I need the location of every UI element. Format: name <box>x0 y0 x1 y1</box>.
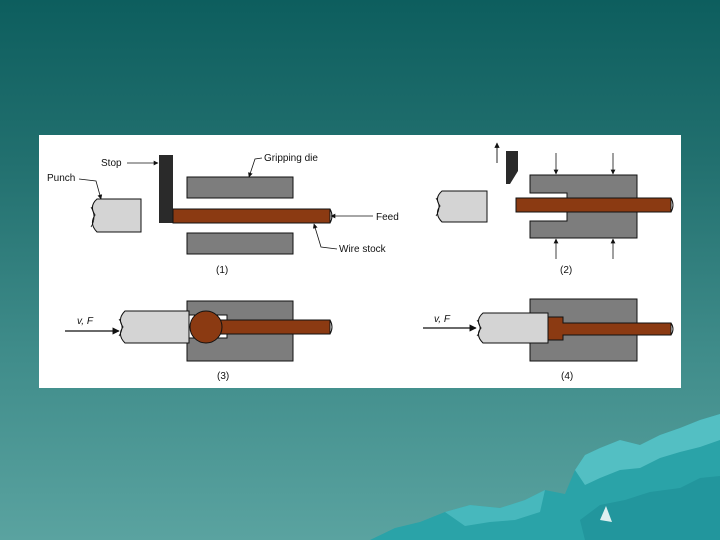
step-1-panel: Punch Stop Gripping die Feed Wire stock … <box>47 153 399 276</box>
gripping-die-label: Gripping die <box>264 153 318 164</box>
stop-label: Stop <box>101 158 122 169</box>
step-2-number: (2) <box>560 265 572 276</box>
step-4-panel: v, F (4) <box>423 298 674 382</box>
gripping-die-upper <box>186 176 294 199</box>
wire-heading-diagram: Punch Stop Gripping die Feed Wire stock … <box>39 135 681 388</box>
punch-step-4 <box>477 312 549 344</box>
step-3-number: (3) <box>217 371 229 382</box>
velocity-force-label-4: v, F <box>434 314 451 325</box>
gripping-die-lower <box>186 232 294 255</box>
step-4-number: (4) <box>561 371 573 382</box>
stop-retracted <box>506 151 518 184</box>
punch-step-3 <box>119 310 190 344</box>
punch-label: Punch <box>47 173 75 184</box>
velocity-force-label-3: v, F <box>77 316 94 327</box>
wire-stock-step-3 <box>212 319 331 335</box>
wire-stock-step-1 <box>172 208 331 224</box>
wire-stock-label: Wire stock <box>339 244 387 255</box>
step-1-number: (1) <box>216 265 228 276</box>
stop-block <box>159 155 173 223</box>
punch-step-2 <box>436 190 488 223</box>
upset-ball <box>189 310 223 344</box>
step-2-panel: (2) <box>435 142 674 276</box>
wire-stock-step-2 <box>515 197 672 213</box>
punch-step-1 <box>91 198 142 233</box>
feed-label: Feed <box>376 212 399 223</box>
mountain-decoration <box>370 414 720 540</box>
step-3-panel: v, F (3) <box>65 300 333 382</box>
